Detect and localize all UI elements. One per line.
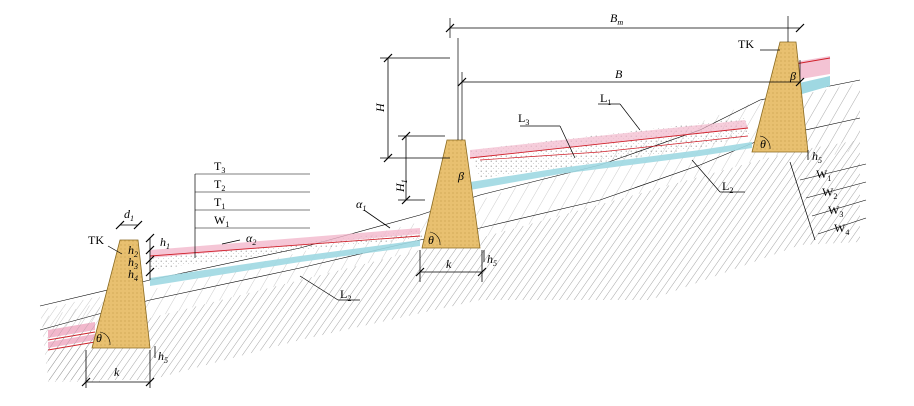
dimension-lines — [81, 23, 809, 388]
theta-arc-left — [99, 331, 111, 346]
label-l2-left: L2 — [340, 287, 351, 303]
legend-table-left: T3 T2 T1 W1 — [195, 159, 310, 229]
label-alpha2: α2 — [246, 231, 256, 247]
left-pink-layer — [150, 228, 420, 258]
theta-arc-right — [759, 135, 771, 150]
legend-left-3: W1 — [214, 213, 229, 229]
label-h: H — [373, 102, 387, 113]
legend-right-2: W3 — [828, 203, 843, 219]
label-h2-left: h2 — [128, 243, 138, 259]
label-beta-mid: β — [457, 169, 464, 183]
label-h5-mid: h5 — [487, 252, 497, 268]
legend-left-0: T3 — [214, 159, 225, 175]
label-bm: Bm — [610, 11, 623, 27]
mid-red-line-2 — [479, 135, 749, 161]
label-d1: d1 — [124, 207, 134, 223]
dimension-labels: Bm B H H1 L1 L3 L2 L2 TK TK d1 h1 h2 h3 … — [88, 11, 822, 379]
label-theta-right: θ — [760, 137, 766, 151]
label-h5-left: h5 — [158, 349, 168, 365]
legend-right-1: W2 — [822, 185, 837, 201]
label-theta-mid: θ — [428, 233, 434, 247]
legend-right-0: W1 — [816, 167, 831, 183]
label-theta-left: θ — [96, 331, 102, 345]
label-b: B — [615, 67, 623, 81]
label-beta-right: β — [789, 69, 796, 83]
terrace-right — [751, 41, 809, 153]
right-pink-layer — [795, 56, 830, 80]
label-k-mid: k — [446, 257, 452, 271]
mid-red-line — [469, 127, 749, 159]
label-h4: h4 — [128, 267, 138, 283]
mid-blue-layer — [470, 142, 752, 190]
label-l1: L1 — [600, 91, 611, 107]
label-h1-small: h1 — [160, 235, 170, 251]
label-k-left: k — [114, 365, 120, 379]
slope-surface-line — [39, 79, 861, 307]
label-tk-right: TK — [738, 37, 754, 51]
right-blue-layer — [795, 76, 830, 96]
terrace-middle — [421, 139, 481, 249]
terraces — [91, 41, 809, 349]
legend-table-right: W1 W2 W3 W4 — [799, 163, 867, 237]
label-h5-right: h5 — [812, 149, 822, 165]
legend-left-1: T2 — [214, 177, 225, 193]
label-l3: L3 — [518, 111, 529, 127]
left-edge-hatch — [40, 296, 100, 382]
label-alpha1: α1 — [356, 197, 366, 213]
label-h1: H1 — [393, 179, 409, 193]
terrace-left — [91, 239, 151, 349]
theta-arc-mid — [429, 231, 441, 246]
left-dotted-fill — [150, 230, 425, 270]
deep-soil-layer — [48, 140, 860, 380]
mid-pink-layer — [470, 120, 748, 158]
label-l2-right: L2 — [722, 179, 733, 195]
label-h3: h3 — [128, 255, 138, 271]
right-red-line — [794, 57, 831, 65]
left-blue-layer — [150, 240, 420, 286]
legend-left-2: T1 — [214, 195, 225, 211]
legend-right-3: W4 — [834, 221, 849, 237]
label-tk-left: TK — [88, 233, 104, 247]
right-top-hatch — [795, 82, 860, 160]
